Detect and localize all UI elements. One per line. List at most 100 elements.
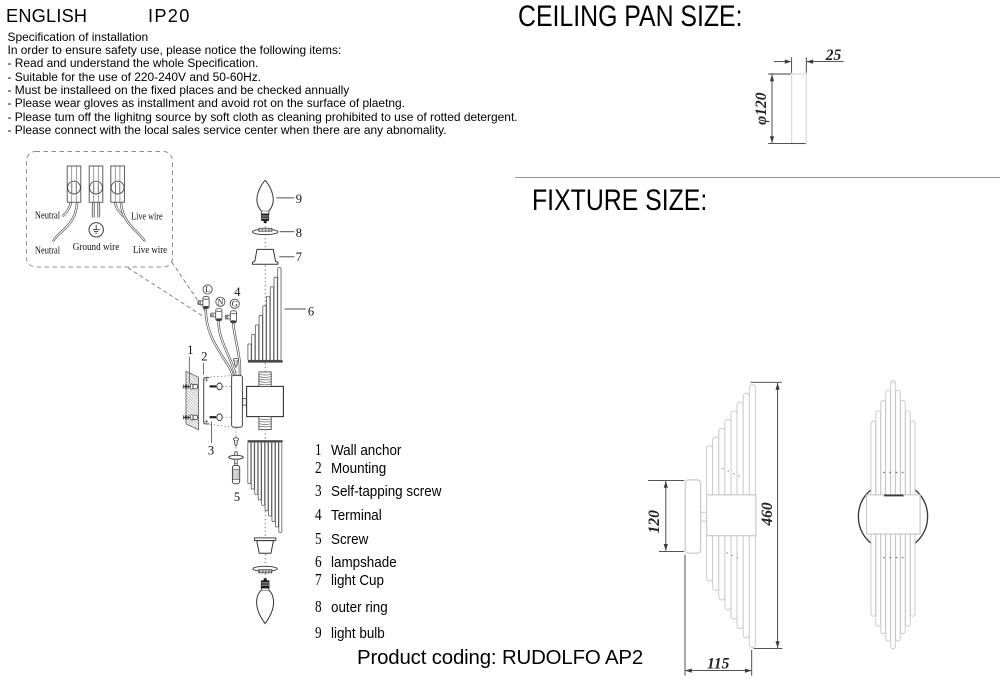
language-label: ENGLISH <box>6 5 88 26</box>
part-label: Screw <box>330 531 368 548</box>
label-ground: Ground wire <box>73 241 120 253</box>
spec-item: - Please wear gloves as installment and … <box>7 96 405 111</box>
screw-spindle <box>231 462 241 485</box>
svg-text:L: L <box>205 285 210 294</box>
pan-diameter-value: φ120 <box>753 92 770 125</box>
fixture-front-lampshade <box>870 379 916 650</box>
self-tapping-screw <box>209 413 223 422</box>
terminal-g <box>224 310 237 324</box>
depth-dimension <box>684 554 753 676</box>
terminal-block <box>66 165 82 203</box>
parts-list-item: 1 Wall anchor <box>315 440 409 460</box>
wall-anchor <box>182 414 198 421</box>
ip-rating-label: IP20 <box>148 5 191 26</box>
product-coding: Product coding: RUDOLFO AP2 <box>357 647 644 670</box>
part-label: Terminal <box>330 507 382 525</box>
callout-number: 5 <box>234 490 240 504</box>
callout-number: 1 <box>187 343 193 357</box>
lamp-body <box>242 385 284 418</box>
fixture-side-plate <box>684 479 702 554</box>
screw-washer <box>228 451 244 464</box>
part-label: outer ring <box>330 598 388 616</box>
terminal-letter-n: N <box>215 296 226 307</box>
pan-diameter-dimension <box>768 73 806 144</box>
lampshade-upper <box>247 267 283 363</box>
callout-number: 4 <box>234 285 241 299</box>
callout-number: 9 <box>296 192 302 206</box>
part-label: light Cup <box>330 571 384 589</box>
spec-intro: In order to ensure safety use, please no… <box>7 42 342 57</box>
spec-item: - Suitable for the use of 220-240V and 5… <box>7 69 262 84</box>
fixture-side-dots <box>722 468 740 559</box>
terminal-n <box>210 308 223 322</box>
parts-list-item: 5 Screw <box>315 529 372 549</box>
outer-ring-upper <box>251 227 279 236</box>
callout-leaders <box>188 197 306 443</box>
terminal-letter-l: L <box>202 284 213 295</box>
spec-item: - Read and understand the whole Specific… <box>7 56 259 71</box>
fixing-screw-bottom <box>232 437 239 447</box>
parts-list-item: 4 Terminal <box>315 505 387 525</box>
neutral-wire-long <box>52 197 79 242</box>
label-neutral-bottom: Neutral <box>35 245 60 257</box>
part-label: Mounting <box>330 460 386 478</box>
fixture-heading: FIXTURE SIZE: <box>531 184 707 218</box>
total-height-value: 460 <box>759 502 776 527</box>
part-label: lampshade <box>330 553 397 571</box>
part-number: 6 <box>315 551 322 571</box>
fixing-screw-top <box>232 357 239 368</box>
pan-width-value: 25 <box>825 47 842 64</box>
fixture-front-body <box>865 494 921 535</box>
total-height-dimension <box>750 381 783 650</box>
wall-anchor <box>182 383 198 390</box>
threaded-stud-bottom <box>258 416 272 431</box>
part-number: 1 <box>315 439 322 459</box>
section-divider <box>515 177 1000 178</box>
callout-number: 6 <box>308 304 314 318</box>
part-number: 3 <box>315 480 322 500</box>
part-number: 7 <box>315 569 322 589</box>
fixture-side-tab <box>700 511 708 522</box>
part-number: 8 <box>315 596 322 616</box>
callout-number: 3 <box>208 443 214 457</box>
threaded-stud-top <box>258 371 272 387</box>
light-bulb-lower <box>256 578 275 625</box>
label-live-top: Live wire <box>131 211 163 223</box>
spec-item: - Please tum off the lighitng source by … <box>7 109 518 124</box>
fixture-front-dots <box>883 471 904 559</box>
plate-height-dimension <box>648 479 685 552</box>
parts-list-item: 8 outer ring <box>315 597 394 617</box>
spec-item: - Please connect with the local sales se… <box>7 123 447 137</box>
ground-symbol <box>88 222 104 238</box>
ceiling-pan-heading: CEILING PAN SIZE: <box>518 0 743 34</box>
callout-number: 7 <box>296 250 302 264</box>
terminal-letter-g: G <box>229 298 240 309</box>
callout-number: 8 <box>296 226 302 240</box>
svg-text:N: N <box>218 297 224 306</box>
parts-list-item: 6 lampshade <box>315 552 404 572</box>
part-label: Self-tapping screw <box>330 482 441 500</box>
label-neutral-top: Neutral <box>35 210 60 222</box>
lampshade-lower <box>247 440 283 533</box>
terminal-l <box>197 295 210 309</box>
parts-list-item: 3 Self-tapping screw <box>315 481 454 501</box>
plate-height-value: 120 <box>646 510 663 534</box>
wiring-callout-box <box>26 151 173 268</box>
callout-number: 2 <box>201 350 207 364</box>
parts-list-item: 7 light Cup <box>315 570 390 590</box>
lamp-wire-g <box>232 322 242 380</box>
projection-lines <box>206 375 232 428</box>
part-label: Wall anchor <box>330 441 401 459</box>
part-number: 5 <box>315 529 322 548</box>
live-wire-long <box>119 197 146 242</box>
light-bulb-upper <box>256 179 274 223</box>
part-number: 4 <box>315 505 322 525</box>
fixture-side-body <box>705 494 757 537</box>
lamp-wire-l <box>204 308 234 379</box>
